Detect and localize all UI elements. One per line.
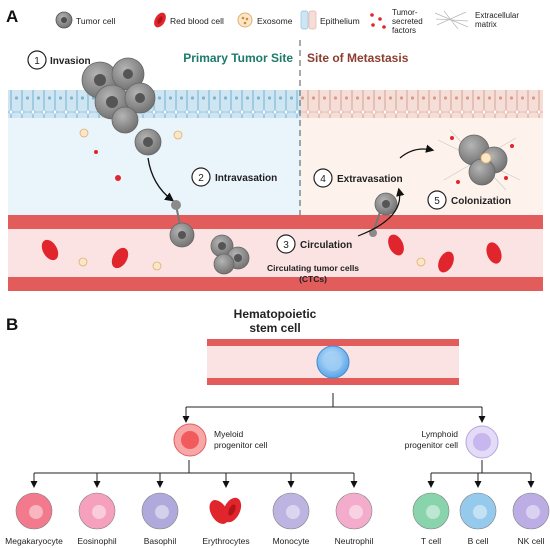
intravasating-tumor-cell	[134, 128, 162, 156]
vessel-top-wall	[8, 215, 543, 229]
erythrocytes-cell	[209, 497, 242, 524]
colonization-arrow	[399, 144, 435, 159]
step-2-label: Intravasation	[215, 173, 277, 184]
megakaryocyte-label: Megakaryocyte	[5, 536, 63, 546]
ctc-cluster	[210, 234, 250, 275]
myeloid-progenitor-cell	[173, 423, 207, 457]
lymphoid-label-line1: Lymphoid	[421, 429, 458, 439]
legend-tumor-factors-line3: factors	[392, 26, 416, 35]
primary-exosomes	[79, 128, 183, 181]
extravasation-arrow	[357, 187, 405, 237]
hsc-label-line2: stem cell	[249, 321, 300, 335]
primary-tumor-cluster	[81, 57, 156, 134]
lymphoid-progenitor-cell	[465, 425, 499, 459]
metastatic-colony	[437, 129, 521, 191]
metastasis-site-title: Site of Metastasis	[307, 51, 409, 65]
neutrophil-label: Neutrophil	[335, 536, 374, 546]
step-3: 3 Circulation	[276, 234, 352, 254]
step-1-number: 1	[34, 56, 40, 67]
hsc-vessel-top	[207, 339, 459, 346]
panel-a-letter: A	[6, 7, 18, 26]
eosinophil-cell	[78, 492, 116, 530]
intravasation-arrow	[147, 157, 175, 202]
monocyte-label: Monocyte	[273, 536, 310, 546]
nk-cell-label: NK cell	[518, 536, 545, 546]
legend-red-blood-cell: Red blood cell	[170, 16, 224, 26]
legend-tumor-factors-line2: secreted	[392, 17, 423, 26]
lineage-tree	[34, 393, 531, 474]
step-5-label: Colonization	[451, 196, 511, 207]
legend: Tumor cell Red blood cell Exosome Epithe…	[55, 8, 519, 35]
step-2: 2 Intravasation	[191, 167, 277, 187]
legend-tumor-cell: Tumor cell	[76, 16, 115, 26]
legend-exosome: Exosome	[257, 16, 293, 26]
monocyte-cell	[272, 492, 310, 530]
lymphoid-label-line2: progenitor cell	[405, 440, 459, 450]
epithelium-legend-icon	[300, 10, 317, 30]
step-1-label: Invasion	[50, 56, 91, 67]
step-5: 5 Colonization	[427, 190, 511, 210]
legend-epithelium: Epithelium	[320, 16, 360, 26]
t-cell-label: T cell	[421, 536, 441, 546]
megakaryocyte-cell	[15, 492, 53, 530]
step-3-label: Circulation	[300, 240, 352, 251]
step-4-label: Extravasation	[337, 174, 403, 185]
vessel-entry-tumor-cell	[169, 200, 195, 248]
b-cell-label: B cell	[468, 536, 489, 546]
epithelium-metastasis	[301, 90, 543, 118]
step-3-number: 3	[283, 240, 289, 251]
myeloid-label-line1: Myeloid	[214, 429, 244, 439]
tumor-cell-legend-icon	[55, 11, 73, 29]
lymphoid-children: T cell B cell NK cell	[412, 473, 550, 546]
legend-tumor-factors-line1: Tumor-	[392, 8, 418, 17]
vessel-bottom-wall	[8, 277, 543, 291]
hsc-cell	[316, 345, 350, 379]
legend-ecm-line2: matrix	[475, 20, 497, 29]
neutrophil-cell	[335, 492, 373, 530]
myeloid-children: Megakaryocyte Eosinophil Basophil Erythrocy…	[5, 473, 373, 546]
panel-b-letter: B	[6, 315, 18, 334]
eosinophil-label: Eosinophil	[77, 536, 116, 546]
b-cell-cell	[459, 492, 497, 530]
t-cell-cell	[412, 492, 450, 530]
ctc-label-line2: (CTCs)	[299, 274, 327, 284]
vessel-exosomes	[78, 257, 426, 271]
erythrocytes-label: Erythrocytes	[202, 536, 249, 546]
exosome-legend-icon	[237, 12, 253, 28]
ecm-legend-icon	[434, 10, 469, 30]
vessel-lumen	[8, 229, 543, 277]
extravasating-tumor-cell	[369, 192, 398, 237]
basophil-cell	[141, 492, 179, 530]
nk-cell-cell	[512, 492, 550, 530]
primary-site-title: Primary Tumor Site	[183, 51, 293, 65]
step-4: 4 Extravasation	[313, 168, 403, 188]
basophil-label: Basophil	[144, 536, 177, 546]
hsc-vessel-bottom	[207, 378, 459, 385]
step-4-number: 4	[320, 174, 326, 185]
myeloid-label-line2: progenitor cell	[214, 440, 268, 450]
step-2-number: 2	[198, 173, 204, 184]
vessel-red-blood-cells	[41, 234, 502, 273]
red-blood-cell-legend-icon	[154, 12, 166, 28]
step-1: 1 Invasion	[27, 50, 91, 70]
tumor-factors-legend-icon	[370, 13, 386, 29]
ctc-label-line1: Circulating tumor cells	[267, 263, 359, 273]
step-5-number: 5	[434, 196, 440, 207]
hsc-label-line1: Hematopoietic	[234, 307, 317, 321]
legend-ecm-line1: Extracellular	[475, 11, 519, 20]
